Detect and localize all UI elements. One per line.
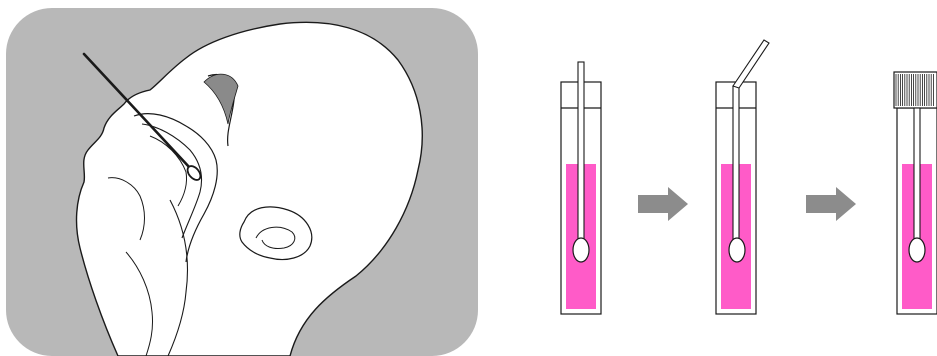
swab-tip xyxy=(729,238,745,262)
swab-tip xyxy=(909,238,925,262)
arrow-shape xyxy=(638,187,688,221)
tube-step-break xyxy=(716,40,769,314)
swab-shaft xyxy=(578,62,584,242)
swab-tip xyxy=(573,238,589,262)
swab-shaft xyxy=(733,86,739,242)
screw-cap-icon xyxy=(894,72,937,108)
swab-shaft xyxy=(914,108,920,242)
broken-shaft-piece xyxy=(733,40,769,88)
tube-step-insert xyxy=(561,62,601,314)
arrow-right-icon xyxy=(638,187,688,221)
tube-step-cap xyxy=(894,72,937,314)
arrow-shape xyxy=(806,187,856,221)
sampling-panel xyxy=(6,8,478,356)
arrow-right-icon xyxy=(806,187,856,221)
